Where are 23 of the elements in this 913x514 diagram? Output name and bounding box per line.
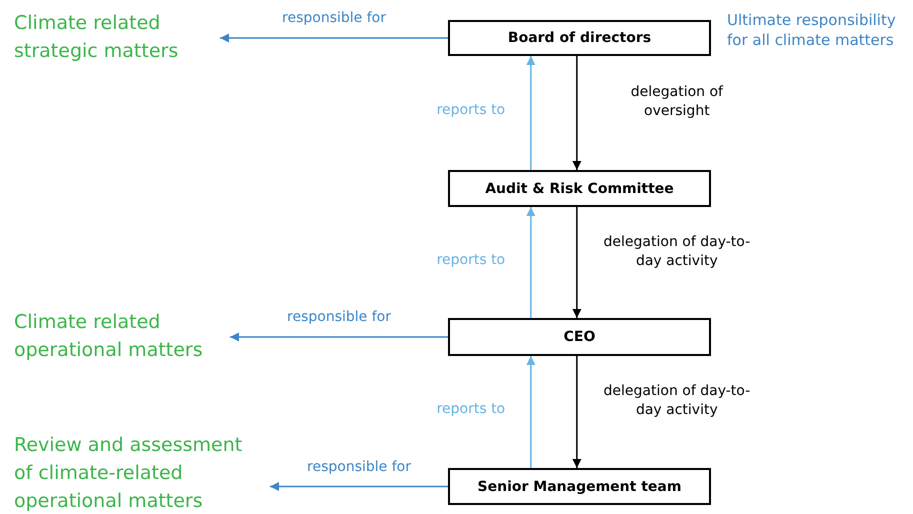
box-label: CEO	[564, 329, 596, 345]
org-box	[448, 20, 711, 56]
edge-label: delegation of day-to-day activity	[602, 382, 752, 420]
responsibility-text: Climate related operational matters	[14, 308, 224, 364]
arrow	[526, 207, 536, 318]
arrow	[270, 482, 448, 491]
arrow	[572, 207, 582, 318]
org-box	[448, 170, 711, 207]
org-box	[448, 468, 711, 505]
responsibility-text: Climate related strategic matters	[14, 9, 214, 65]
arrow	[526, 56, 536, 170]
edge-label: delegation of day-to-day activity	[602, 232, 752, 270]
box-label: Audit & Risk Committee	[485, 180, 674, 196]
box-label: Senior Management team	[478, 478, 682, 494]
arrow	[572, 356, 582, 468]
org-box	[448, 318, 711, 356]
arrow	[572, 56, 582, 170]
box-label: Board of directors	[508, 30, 652, 46]
note-text: Ultimate responsibility for all climate matters	[727, 10, 897, 50]
arrow	[526, 356, 536, 468]
arrow	[220, 34, 448, 42]
arrow	[230, 332, 448, 342]
responsibility-text: Review and assessment of climate-related operational matters	[14, 431, 264, 514]
